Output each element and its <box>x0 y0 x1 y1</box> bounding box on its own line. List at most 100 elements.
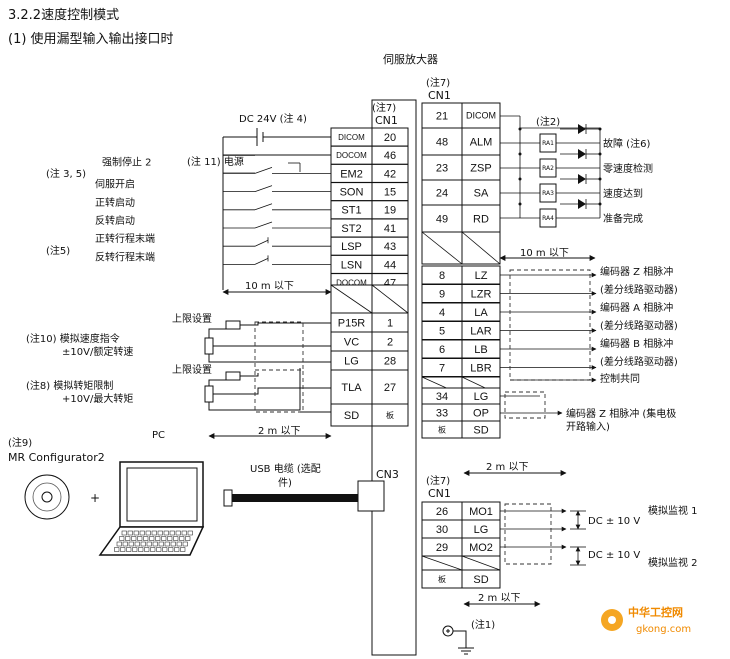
encoder-label-2: 编码器 A 相脉冲 <box>600 301 673 314</box>
enc-pin-name-lar: LAR <box>470 325 491 337</box>
diode-icon <box>578 124 586 134</box>
enc-pin-num-7: 7 <box>439 362 445 374</box>
enc-pin-num-8: 8 <box>439 270 445 282</box>
pin-num-sd-plate: 板 <box>386 410 394 420</box>
section-subheading: (1) 使用漏型输入输出接口时 <box>8 31 174 47</box>
usb-plug-pc <box>223 489 233 507</box>
pin-num-2: 2 <box>387 336 393 348</box>
relay-label-ra3: RA3 <box>542 190 554 197</box>
pin-num-20: 20 <box>384 132 396 144</box>
dist-10m-right: 10 m 以下 <box>520 248 569 259</box>
pin-name-p15r: P15R <box>338 317 366 329</box>
relay-label-ra2: RA2 <box>542 165 554 172</box>
pin-name-tla: TLA <box>341 382 362 394</box>
signal-label-st2: 反转启动 <box>95 214 135 227</box>
diode-icon <box>578 174 586 184</box>
cd-icon <box>24 474 70 520</box>
cn3-connector <box>357 480 385 512</box>
enc-pin-num-5: 5 <box>439 325 445 337</box>
note5-label: (注5) <box>46 244 70 257</box>
dc10v-2: DC ± 10 V <box>588 550 640 561</box>
note8-label: (注8) 模拟转矩限制 <box>26 379 113 392</box>
mon-pin-num-30: 30 <box>436 524 448 536</box>
diode-icon <box>578 149 586 159</box>
pot-speed-limit <box>225 320 241 330</box>
op-label: 编码器 Z 相脉冲 (集电极 <box>566 407 676 420</box>
mon-pin-name-lg: LG <box>474 524 489 536</box>
dist-2m-right-mid: 2 m 以下 <box>486 462 528 473</box>
pin-name-lsp: LSP <box>341 241 362 253</box>
pin-name-tla-cell <box>330 369 373 405</box>
pin-num-41: 41 <box>384 223 396 235</box>
laptop-icon <box>98 461 205 556</box>
signal-label-son: 伺服开启 <box>95 178 135 191</box>
pin-name-em2: EM2 <box>340 168 363 180</box>
enc-pin-name-lbr: LBR <box>470 362 491 374</box>
cn1-monitor: CN1 <box>428 487 451 500</box>
watermark-logo: 中华工控网 gkong.com <box>601 605 691 635</box>
dc10v-1: DC ± 10 V <box>588 516 640 527</box>
op-pin-name-lg: LG <box>474 391 489 403</box>
pin-num-1: 1 <box>387 317 393 329</box>
relay-label-ra4: RA4 <box>542 215 554 222</box>
relay-output-label-zsp: 零速度检测 <box>603 162 653 175</box>
cn1-left: CN1 <box>375 114 398 127</box>
pin-name-docom: DOCOM <box>336 278 367 287</box>
mon-pin-name-mo2: MO2 <box>469 542 493 554</box>
control-common-label: 控制共同 <box>600 372 640 385</box>
pc-label: PC <box>152 430 165 441</box>
enc-pin-name-lb: LB <box>474 344 487 356</box>
pin-name-vc: VC <box>344 336 359 348</box>
relay-output-label-sa: 速度达到 <box>603 187 643 200</box>
encoder-label-0: 编码器 Z 相脉冲 <box>600 265 673 278</box>
op-pin-name-sd: SD <box>473 424 488 436</box>
rpin-num-48-cell <box>421 127 463 156</box>
mon-pin-num-26: 26 <box>436 506 448 518</box>
op-pin-name-op: OP <box>473 407 489 419</box>
note9-label: (注9) <box>8 436 32 449</box>
laptop-keyboard <box>114 530 193 552</box>
note10-sub: ±10V/额定转速 <box>62 345 133 358</box>
signal-label-st1: 正转启动 <box>95 196 135 209</box>
mon1-label: 模拟监视 1 <box>648 504 698 517</box>
enc-pin-num-9: 9 <box>439 288 445 300</box>
relay-output-label-alm: 故障 (注6) <box>603 137 650 150</box>
rpin-name-rd-cell <box>461 204 501 233</box>
encoder-label-4: 编码器 B 相脉冲 <box>600 337 673 350</box>
dist-2m-left: 2 m 以下 <box>258 426 300 437</box>
note11-label: (注 11) 电源 <box>187 155 244 168</box>
watermark-text: 中华工控网 <box>628 605 683 619</box>
pin-name-st2: ST2 <box>341 223 361 235</box>
op-pin-num-33: 33 <box>436 407 448 419</box>
rpin-name-dicom: DICOM <box>466 111 496 121</box>
usb-cable-label-2: 件) <box>278 477 292 489</box>
cn3-label: CN3 <box>376 468 399 481</box>
op-pin-num-34: 34 <box>436 391 448 403</box>
op-pin-name-sd-cell <box>461 420 501 439</box>
watermark-url: gkong.com <box>636 624 691 635</box>
rpin-name-alm: ALM <box>470 136 493 148</box>
mon-pin-name-sd: SD <box>473 574 488 586</box>
pin-num-42: 42 <box>384 168 396 180</box>
pot-torque-limit <box>225 371 241 381</box>
pin-num-43: 43 <box>384 241 396 253</box>
rpin-name-sa: SA <box>474 187 489 199</box>
pot-torque <box>204 385 214 403</box>
rpin-name-zsp: ZSP <box>470 162 491 174</box>
encoder-labels: 编码器 Z 相脉冲(差分线路驱动器)编码器 A 相脉冲(差分线路驱动器)编码器 … <box>600 265 678 368</box>
rpin-name-alm-cell <box>461 127 501 156</box>
rpin-name-sa-cell <box>461 179 501 206</box>
dist-10m-left: 10 m 以下 <box>245 281 294 292</box>
note7-left: (注7) <box>372 101 396 114</box>
rpin-name-rd: RD <box>473 213 489 225</box>
note35-label: (注 3, 5) <box>46 167 86 180</box>
encoder-label-1: (差分线路驱动器) <box>600 283 678 296</box>
diode-icon <box>578 199 586 209</box>
pin-name-sd: SD <box>344 410 359 422</box>
mon-pin-num-plate: 板 <box>438 574 446 584</box>
dc24v-label: DC 24V (注 4) <box>239 112 307 125</box>
